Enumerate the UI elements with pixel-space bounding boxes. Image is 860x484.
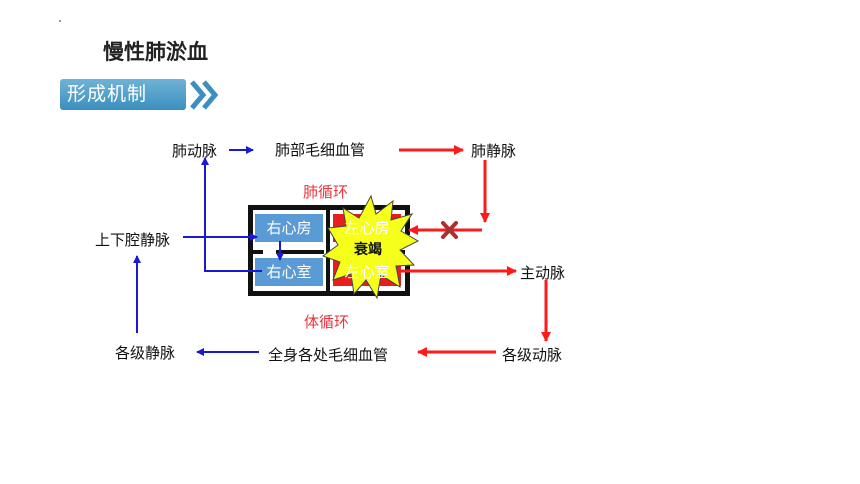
right-atrium-label: 右心房 <box>266 219 312 237</box>
section-banner: 形成机制 <box>60 79 186 110</box>
right-atrium-box <box>255 214 323 242</box>
left-ventricle-label: 左心室 <box>344 263 390 281</box>
right-ventricle-box <box>255 258 323 286</box>
node-pulmonary-capillaries: 肺部毛细血管 <box>275 141 366 159</box>
failure-label: 衰竭 <box>354 242 382 258</box>
systemic-circulation-label: 体循环 <box>304 313 350 331</box>
node-systemic-veins: 各级静脉 <box>115 344 176 362</box>
right-ventricle-label: 右心室 <box>266 263 312 281</box>
node-pulmonary-vein: 肺静脉 <box>471 142 517 160</box>
left-atrium-label: 左心房 <box>344 219 390 237</box>
node-vena-cava: 上下腔静脉 <box>95 231 171 249</box>
pulmonary-circulation-label: 肺循环 <box>303 183 349 201</box>
chevron-icon <box>190 80 219 110</box>
node-aorta: 主动脉 <box>520 264 566 282</box>
arrow-ventricle-to-pulmonary-artery <box>201 157 262 272</box>
node-systemic-arteries: 各级动脉 <box>502 346 563 364</box>
node-pulmonary-artery: 肺动脉 <box>172 142 218 160</box>
decorative-dot <box>59 20 61 22</box>
node-systemic-capillaries: 全身各处毛细血管 <box>268 346 389 364</box>
blocked-x-icon <box>441 221 458 239</box>
page-title: 慢性肺淤血 <box>103 40 208 64</box>
failure-burst-icon <box>321 194 420 300</box>
